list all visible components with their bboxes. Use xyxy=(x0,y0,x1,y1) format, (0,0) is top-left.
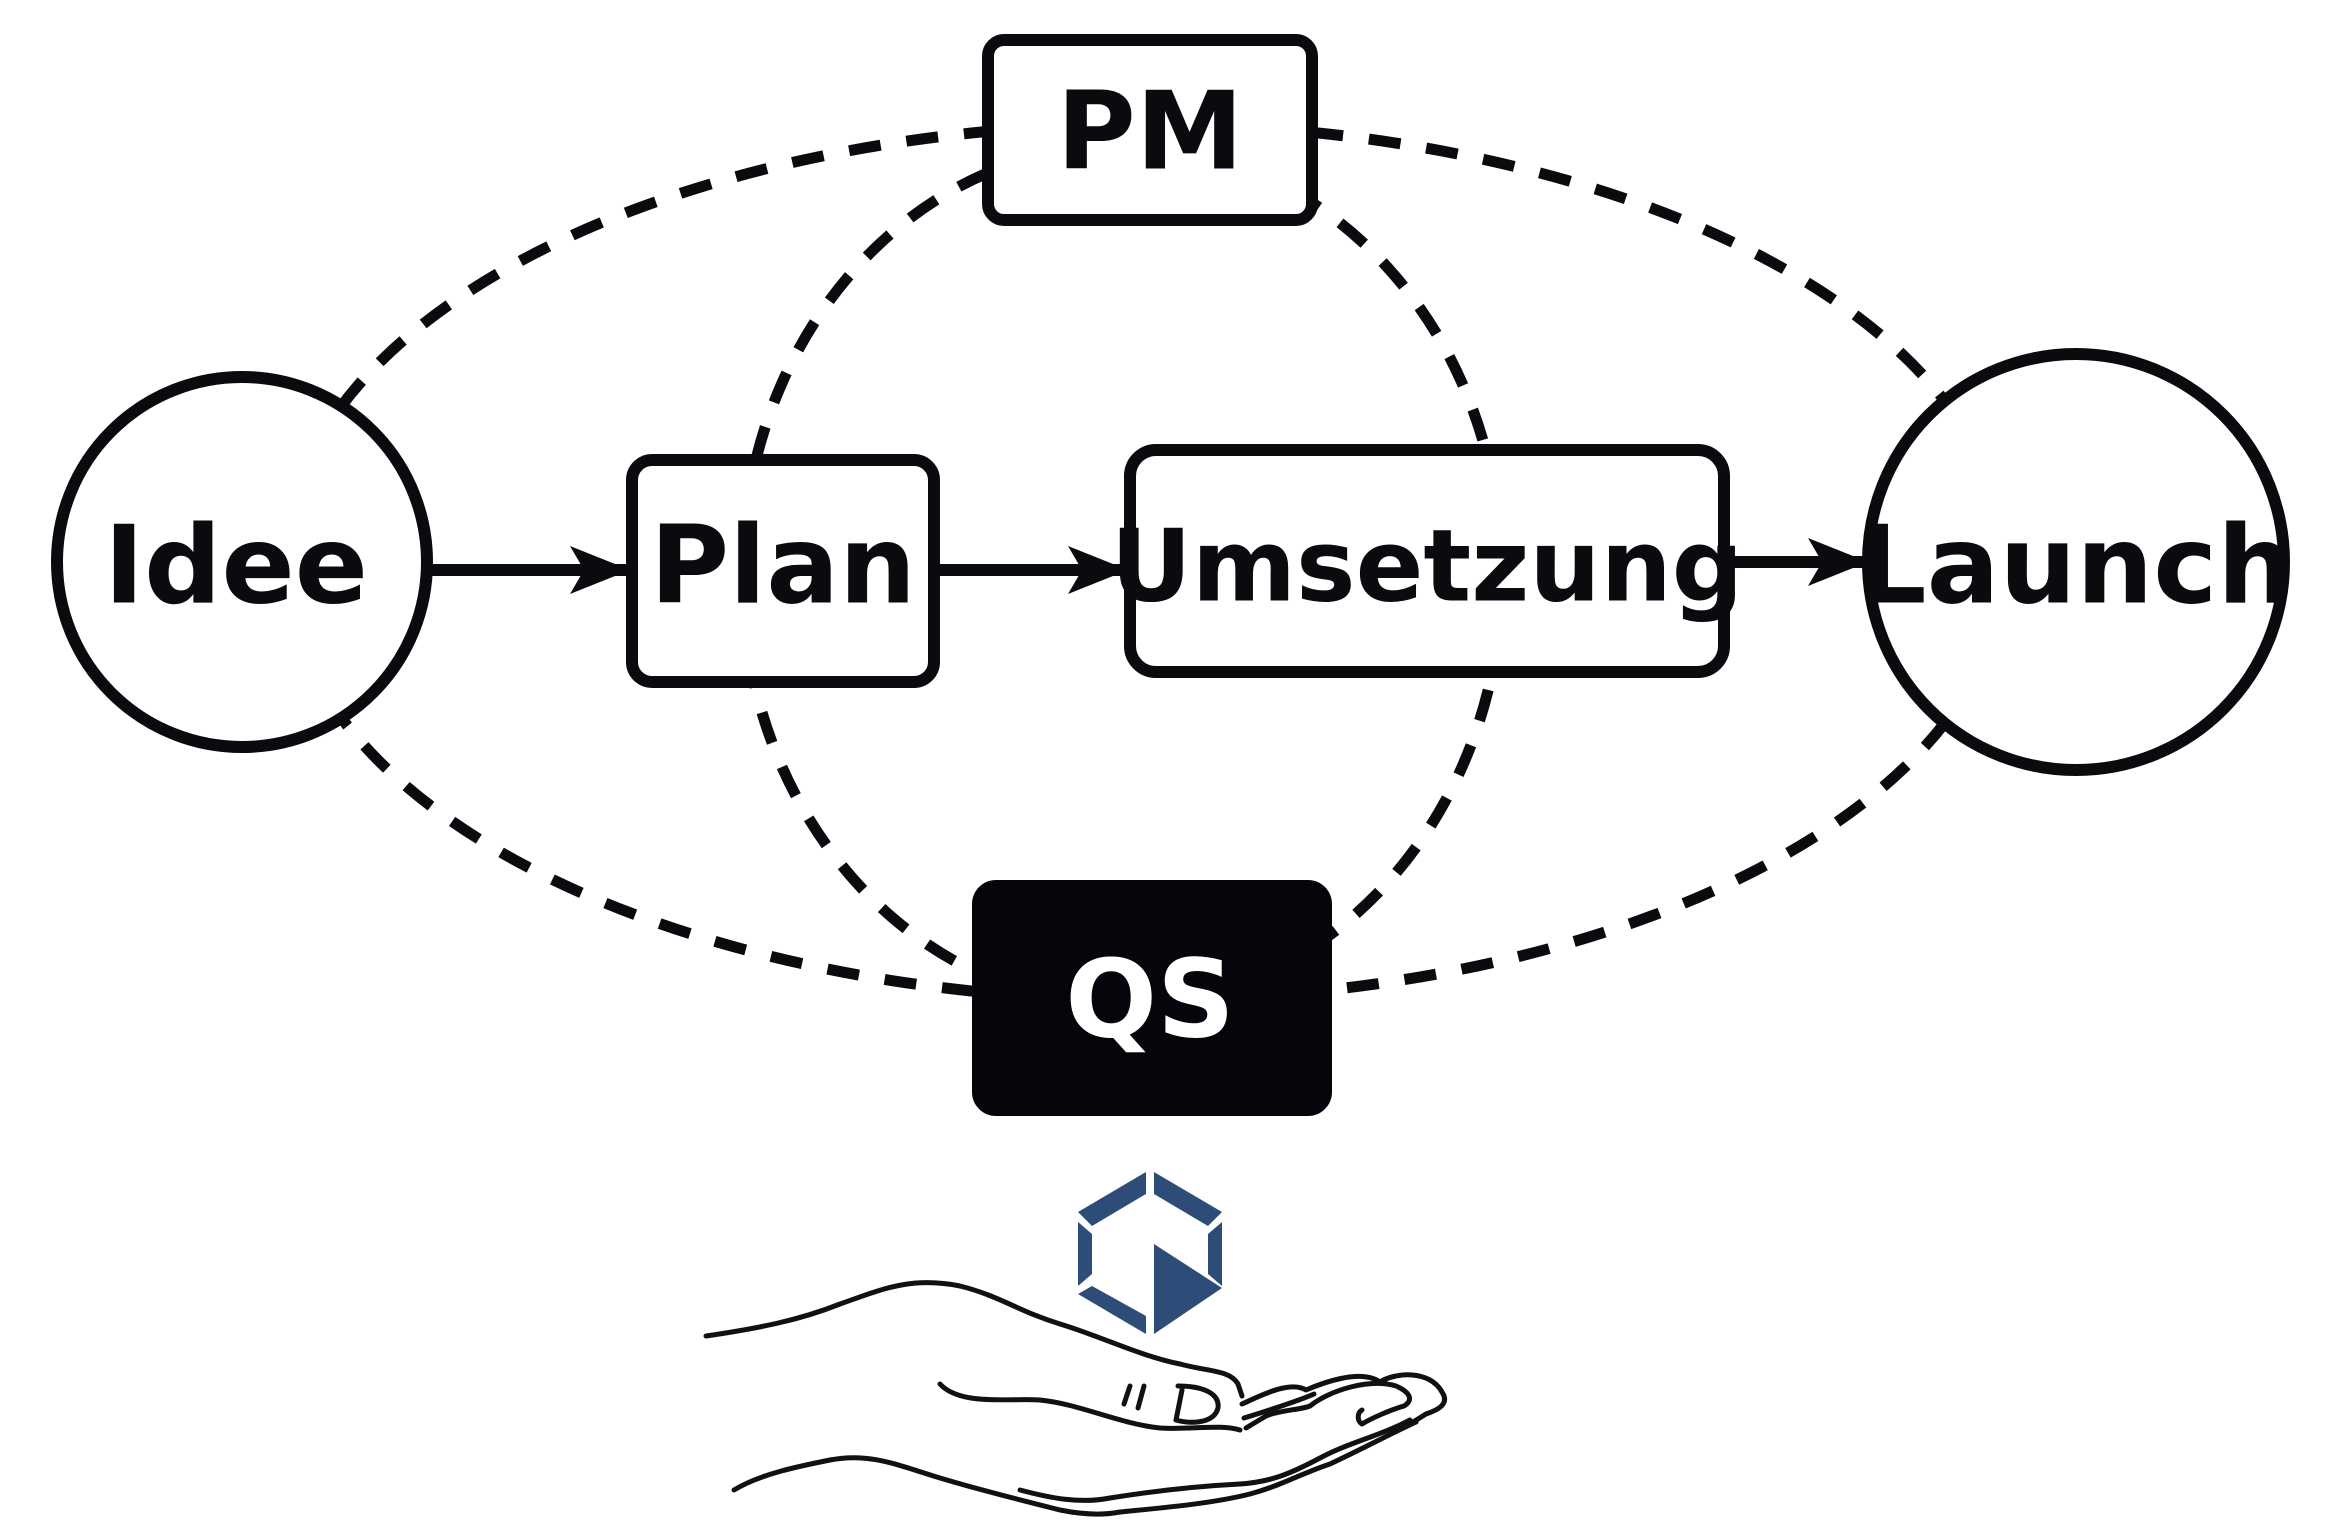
idee-label: Idee xyxy=(104,504,368,629)
pm-label: PM xyxy=(1057,70,1244,195)
node-plan: Plan xyxy=(626,454,940,688)
node-umsetzung: Umsetzung xyxy=(1111,444,1744,678)
node-launch: Launch xyxy=(1858,348,2294,776)
plan-box xyxy=(626,454,940,688)
umsetzung-box xyxy=(1124,444,1730,678)
umsetzung-label: Umsetzung xyxy=(1111,508,1744,625)
hexagon-cube-logo-icon xyxy=(1078,1172,1222,1334)
idee-circle xyxy=(51,371,433,753)
node-idee: Idee xyxy=(51,371,433,753)
launch-circle xyxy=(1862,348,2290,776)
launch-label: Launch xyxy=(1858,504,2294,629)
qs-label: QS xyxy=(1065,938,1235,1063)
pm-box xyxy=(982,34,1318,226)
flow-arrows xyxy=(428,538,1868,594)
node-pm: PM xyxy=(982,34,1318,226)
plan-label: Plan xyxy=(650,504,916,629)
qs-box xyxy=(972,880,1332,1116)
open-palm-hand-icon xyxy=(703,1280,1448,1517)
node-qs: QS xyxy=(972,880,1332,1116)
